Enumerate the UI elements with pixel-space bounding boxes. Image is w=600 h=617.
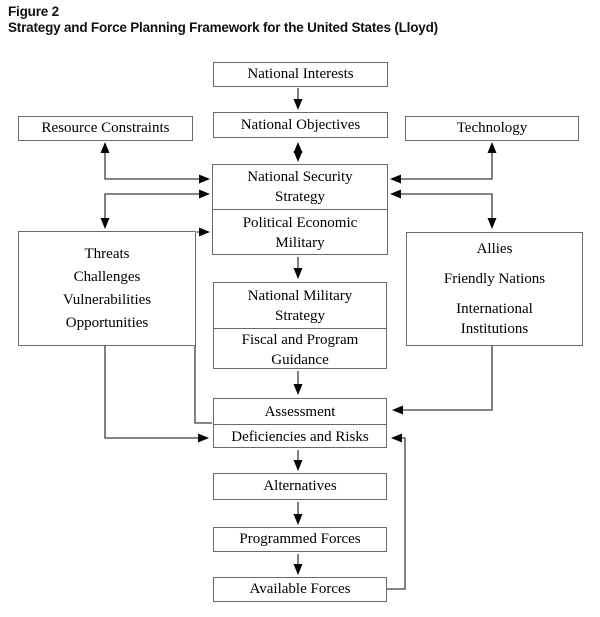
threats-line2: Challenges (73, 268, 141, 285)
arrow-available-to-deficiencies-loop (387, 433, 406, 590)
node-nms-group: National Military Strategy Fiscal and Pr… (213, 282, 387, 369)
node-alternatives-label: Alternatives (263, 478, 337, 494)
arrow-threats-to-pem (197, 227, 210, 237)
figure-label: Figure 2 (8, 4, 59, 19)
fpg-line2: Guidance (271, 351, 329, 368)
node-resource-constraints: Resource Constraints (18, 116, 193, 141)
allies-line3: International (456, 301, 533, 317)
node-programmed-forces-label: Programmed Forces (239, 531, 361, 547)
pem-line2: Military (275, 235, 325, 251)
node-political-economic-military: Political Economic Military (213, 209, 387, 256)
arrow-interests-to-objectives (293, 88, 303, 110)
node-national-interests: National Interests (213, 62, 388, 87)
arrow-assessment-to-alternatives (293, 450, 303, 471)
arrow-objectives-nss-twoway (293, 142, 303, 162)
threats-line1: Threats (84, 245, 130, 262)
node-national-interests-label: National Interests (247, 66, 354, 82)
node-nss-group: National Security Strategy Political Eco… (212, 164, 388, 255)
node-assessment: Assessment (214, 399, 386, 424)
nms-line1: National Military (247, 287, 353, 304)
nss-line2: Strategy (275, 189, 325, 205)
allies-line4: Institutions (460, 321, 529, 337)
node-national-military-strategy: National Military Strategy (214, 283, 386, 328)
deficiencies-risks-label: Deficiencies and Risks (231, 429, 369, 445)
arrow-nms-to-assessment (293, 371, 303, 395)
nss-line1: National Security (247, 169, 353, 185)
line-threats-to-assessment-join (194, 346, 212, 424)
threats-line3: Vulnerabilities (62, 291, 152, 308)
arrow-resource-constraints-nss (100, 142, 210, 184)
node-threats: Threats Challenges Vulnerabilities Oppor… (18, 231, 196, 346)
arrow-alternatives-to-programmed (293, 502, 303, 525)
arrow-nss-allies (390, 189, 497, 229)
arrow-threats-to-deficiencies (104, 346, 209, 443)
figure-title: Strategy and Force Planning Framework fo… (8, 20, 438, 35)
fpg-line1: Fiscal and Program (241, 331, 359, 348)
node-national-objectives-label: National Objectives (240, 116, 361, 133)
allies-line1: Allies (476, 241, 513, 257)
threats-line4: Opportunities (65, 314, 149, 331)
node-assessment-group: Assessment Deficiencies and Risks (213, 398, 387, 448)
node-available-forces: Available Forces (213, 577, 387, 602)
node-technology-label: Technology (456, 120, 528, 136)
allies-line2: Friendly Nations (443, 271, 546, 287)
arrow-technology-nss (390, 142, 497, 184)
node-national-security-strategy: National Security Strategy (213, 165, 387, 209)
pem-line1: Political Economic (242, 215, 358, 231)
node-resource-constraints-label: Resource Constraints (41, 120, 170, 136)
node-fiscal-program-guidance: Fiscal and Program Guidance (214, 328, 386, 370)
arrow-nss-threats (100, 189, 210, 229)
arrow-programmed-to-available (293, 554, 303, 575)
assessment-label: Assessment (264, 403, 336, 420)
node-programmed-forces: Programmed Forces (213, 527, 387, 552)
nms-line2: Strategy (275, 307, 325, 324)
node-alternatives: Alternatives (213, 473, 387, 500)
node-deficiencies-risks: Deficiencies and Risks (214, 424, 386, 449)
figure-title-block: Figure 2 Strategy and Force Planning Fra… (8, 4, 592, 36)
node-available-forces-label: Available Forces (249, 581, 351, 597)
arrow-nss-to-nms (293, 257, 303, 279)
node-technology: Technology (405, 116, 579, 141)
node-national-objectives: National Objectives (213, 112, 388, 138)
arrow-allies-to-assessment (392, 346, 493, 415)
